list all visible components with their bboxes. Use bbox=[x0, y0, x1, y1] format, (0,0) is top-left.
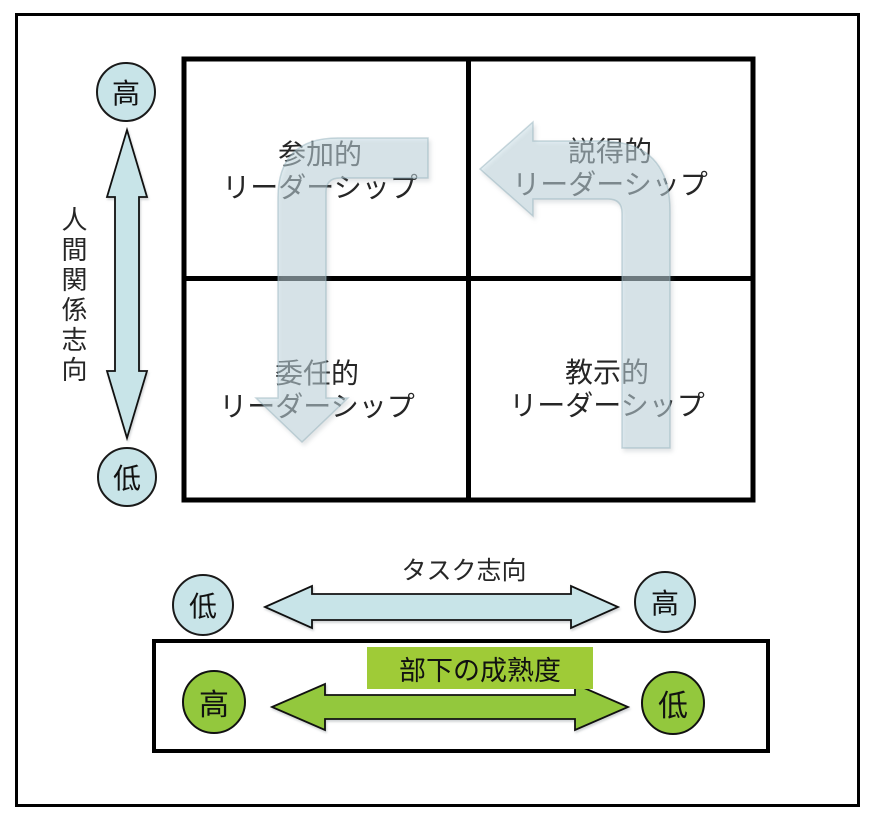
relationship-axis-arrow-icon bbox=[105, 126, 149, 442]
maturity-arrow-icon bbox=[269, 682, 631, 732]
quadrant-label-line1: 参加的 bbox=[277, 139, 363, 170]
maturity-label: 部下の成熟度 bbox=[367, 647, 593, 689]
relationship-axis-high-circle: 高 bbox=[96, 62, 156, 122]
maturity-high-circle: 高 bbox=[182, 670, 246, 734]
quadrant-label-line1: 教示的 bbox=[564, 357, 650, 388]
quadrant-label-line2: リーダーシップ bbox=[509, 390, 705, 421]
task-axis-arrow-icon bbox=[262, 584, 621, 630]
relationship-axis-low-circle: 低 bbox=[97, 447, 157, 507]
quadrant-label-directive: 教示的 リーダーシップ bbox=[509, 356, 704, 422]
quadrant-label-line1: 委任的 bbox=[274, 358, 360, 389]
quadrant-label-delegating: 委任的 リーダーシップ bbox=[219, 357, 414, 423]
task-axis-label: タスク志向 bbox=[401, 557, 527, 585]
task-axis-low-circle: 低 bbox=[172, 574, 234, 636]
quadrant-label-line1: 説得的 bbox=[567, 136, 653, 167]
quadrant-label-participative: 参加的 リーダーシップ bbox=[222, 138, 417, 204]
relationship-axis-label: 人間関係志向 bbox=[58, 206, 88, 386]
quadrant-label-line2: リーダーシップ bbox=[219, 391, 415, 422]
page-border bbox=[15, 13, 860, 807]
quadrant-label-persuasive: 説得的 リーダーシップ bbox=[512, 135, 707, 201]
quadrant-label-line2: リーダーシップ bbox=[222, 172, 418, 203]
task-axis-high-circle: 高 bbox=[634, 571, 696, 633]
quadrant-label-line2: リーダーシップ bbox=[512, 169, 708, 200]
maturity-box bbox=[152, 639, 770, 753]
maturity-low-circle: 低 bbox=[641, 671, 705, 735]
